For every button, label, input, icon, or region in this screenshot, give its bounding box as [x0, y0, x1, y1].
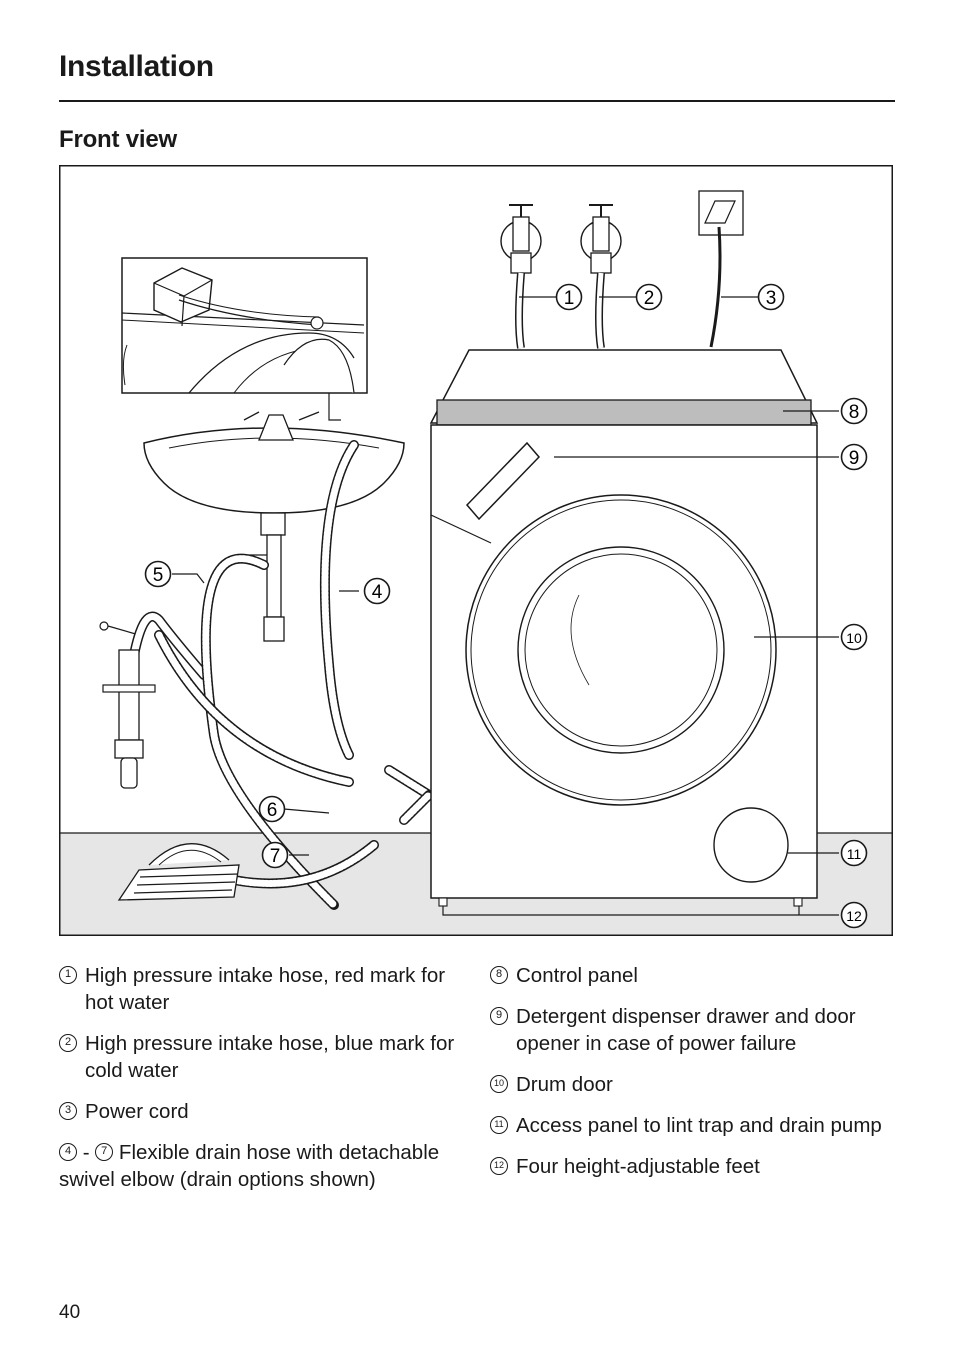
callout-5: 5: [144, 560, 172, 588]
heading-rule: [59, 100, 895, 102]
svg-text:3: 3: [766, 288, 777, 309]
legend-item-10: 10 Drum door: [490, 1071, 890, 1098]
callout-markers: 1 2 3 4 5 6 7 8 9 10 11 12: [144, 283, 868, 929]
inset-detail: [121, 257, 368, 394]
legend-number: 11: [490, 1116, 508, 1134]
legend-text: Drum door: [516, 1073, 613, 1096]
leader-lines: [172, 296, 839, 916]
floor-drain: [117, 843, 240, 901]
page-heading: Installation: [59, 50, 214, 83]
callout-6: 6: [258, 795, 286, 823]
page-number: 40: [59, 1302, 81, 1323]
section-heading: Front view: [59, 126, 178, 153]
legend-right-column: 8 Control panel 9 Detergent dispenser dr…: [490, 962, 890, 1194]
legend-number: 3: [59, 1102, 77, 1120]
callout-2: 2: [635, 283, 663, 311]
legend-item-9: 9 Detergent dispenser drawer and door op…: [490, 1003, 890, 1057]
legend-text: Four height-adjustable feet: [516, 1155, 760, 1178]
legend-item-1: 1 High pressure intake hose, red mark fo…: [59, 962, 459, 1016]
wash-basin: [143, 411, 405, 642]
callout-11: 11: [840, 839, 868, 867]
washing-machine: [429, 349, 819, 907]
legend-text: Flexible drain hose with detachable swiv…: [59, 1141, 440, 1191]
callout-9: 9: [840, 443, 868, 471]
figure-frame: [59, 165, 893, 936]
legend-item-4-7: 4 - 7 Flexible drain hose with detachabl…: [59, 1139, 459, 1193]
drain-hoses: [154, 440, 434, 910]
svg-text:2: 2: [644, 288, 655, 309]
legend-item-2: 2 High pressure intake hose, blue mark f…: [59, 1030, 459, 1084]
legend-item-11: 11 Access panel to lint trap and drain p…: [490, 1112, 890, 1139]
callout-1: 1: [555, 283, 583, 311]
callout-3: 3: [757, 283, 785, 311]
legend-number: 1: [59, 966, 77, 984]
legend-left-column: 1 High pressure intake hose, red mark fo…: [59, 962, 459, 1207]
standpipe: [99, 611, 209, 789]
callout-10: 10: [840, 623, 868, 651]
svg-text:10: 10: [846, 630, 862, 646]
legend-number-to: 7: [95, 1142, 114, 1161]
water-taps: [500, 190, 744, 349]
svg-text:8: 8: [849, 402, 860, 423]
legend-range-separator: -: [77, 1141, 96, 1164]
legend-text: Control panel: [516, 964, 638, 987]
svg-text:9: 9: [849, 448, 860, 469]
legend-text: Detergent dispenser drawer and door open…: [516, 1005, 856, 1055]
front-view-illustration: 1 2 3 4 5 6 7 8 9 10 11 12: [59, 165, 893, 936]
legend-number: 2: [59, 1034, 77, 1052]
svg-text:5: 5: [153, 565, 164, 586]
legend-item-3: 3 Power cord: [59, 1098, 459, 1125]
svg-text:6: 6: [267, 800, 278, 821]
legend-text: Access panel to lint trap and drain pump: [516, 1114, 882, 1137]
callout-8: 8: [840, 397, 868, 425]
callout-12: 12: [840, 901, 868, 929]
svg-text:7: 7: [270, 846, 281, 867]
legend-number: 10: [490, 1075, 508, 1093]
svg-text:1: 1: [564, 288, 575, 309]
legend-item-8: 8 Control panel: [490, 962, 890, 989]
callout-4: 4: [363, 577, 391, 605]
illustration-svg: 1 2 3 4 5 6 7 8 9 10 11 12: [59, 165, 893, 936]
legend-text: High pressure intake hose, red mark for …: [85, 964, 446, 1014]
legend-number: 12: [490, 1157, 508, 1175]
legend-number: 8: [490, 966, 508, 984]
svg-text:4: 4: [372, 582, 383, 603]
legend-number: 4: [59, 1142, 77, 1161]
callout-7: 7: [261, 841, 289, 869]
legend-text: High pressure intake hose, blue mark for…: [85, 1032, 455, 1082]
svg-text:11: 11: [847, 846, 862, 862]
legend-number: 9: [490, 1007, 508, 1025]
legend-text: Power cord: [85, 1100, 189, 1123]
svg-text:12: 12: [846, 908, 862, 924]
legend-item-12: 12 Four height-adjustable feet: [490, 1153, 890, 1180]
